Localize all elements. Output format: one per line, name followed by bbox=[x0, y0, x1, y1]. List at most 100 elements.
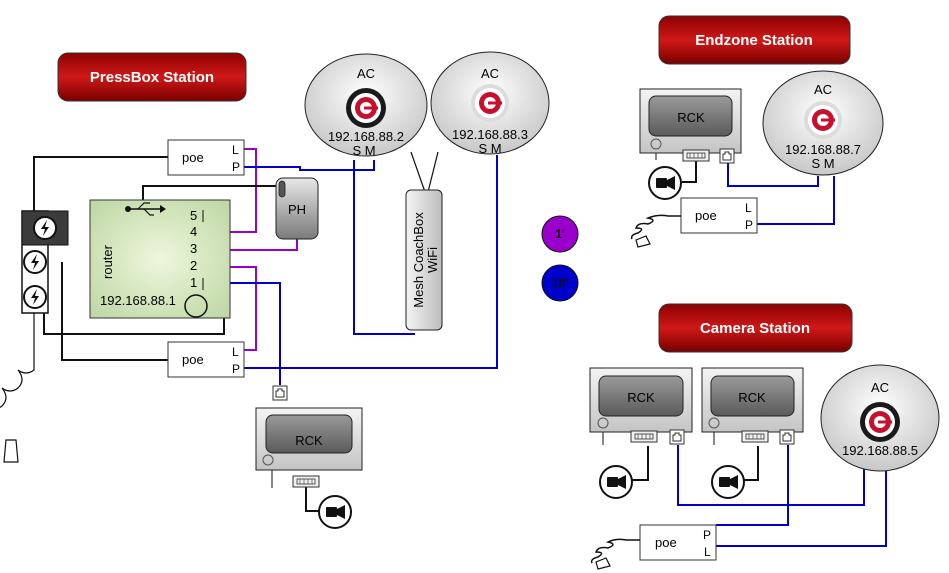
ph-port-icon bbox=[278, 180, 286, 198]
camera-station: Camera Station RCK RCK AC 192.168.88.5 bbox=[589, 303, 940, 570]
router-label: router bbox=[100, 244, 115, 279]
wire-cam-rck2-to-poe bbox=[716, 445, 789, 526]
ac-ip: 192.168.88.7 bbox=[785, 142, 861, 157]
router-ports: 5 4 3 2 1 bbox=[190, 208, 204, 290]
poe-label: poe bbox=[182, 150, 204, 165]
antenna-right bbox=[427, 151, 439, 193]
rck-camera-1: RCK bbox=[589, 367, 693, 499]
station-title-endzone: Endzone Station bbox=[695, 32, 813, 49]
router-power-jack bbox=[184, 294, 208, 318]
wire-cam-poe-l-to-ac bbox=[716, 468, 887, 547]
poe-port-l: L bbox=[232, 345, 239, 359]
router-port-5: 5 bbox=[190, 208, 197, 223]
rck-label: RCK bbox=[738, 390, 766, 405]
mesh-line2: WiFi bbox=[425, 247, 440, 273]
ac-logo-icon bbox=[860, 402, 900, 442]
rck-label: RCK bbox=[627, 390, 655, 405]
poe-label: poe bbox=[655, 535, 677, 550]
ac-unit-camera: AC 192.168.88.5 bbox=[820, 364, 940, 472]
wire-poe1-p-to-ac1 bbox=[244, 160, 375, 171]
router-port-4: 4 bbox=[190, 224, 197, 239]
rck-label: RCK bbox=[295, 433, 323, 448]
camera-icon bbox=[711, 465, 745, 499]
poe-label: poe bbox=[182, 352, 204, 367]
poe-port-p: P bbox=[745, 218, 753, 232]
wire-poe2-p-to-ac2 bbox=[244, 155, 498, 369]
plug-icon bbox=[3, 439, 19, 463]
mesh-coachbox: Mesh CoachBox WiFi bbox=[405, 189, 443, 331]
poe-port-l: L bbox=[745, 201, 752, 215]
rck-endzone: RCK bbox=[639, 88, 742, 200]
ac-ports: S M bbox=[478, 141, 501, 156]
legend-swatch-1ft bbox=[541, 215, 579, 253]
rck-camera-2: RCK bbox=[701, 367, 804, 499]
usb-icon bbox=[125, 202, 166, 216]
ethernet-port-icon bbox=[719, 148, 735, 164]
ac-ip: 192.168.88.5 bbox=[842, 443, 918, 458]
ac-label: AC bbox=[814, 82, 832, 97]
pressbox-station: PressBox Station router 192.168.88.1 5 bbox=[21, 51, 550, 529]
ac-logo-icon bbox=[804, 101, 842, 139]
ethernet-port-icon bbox=[669, 429, 685, 445]
wire-ac1-to-mesh bbox=[353, 160, 415, 335]
ac-ip: 192.168.88.3 bbox=[452, 127, 528, 142]
poe-injector-camera: poe P L bbox=[639, 524, 717, 561]
ac-label: AC bbox=[357, 66, 375, 81]
rck-pressbox: RCK bbox=[255, 385, 363, 529]
cable-length-legend: 1' 10' bbox=[541, 215, 579, 302]
ac-unit-2: AC 192.168.88.3 S M bbox=[430, 51, 550, 156]
ac-unit-1: AC 192.168.88.2 S M bbox=[304, 53, 428, 158]
wire-endzone-rck-cam bbox=[682, 160, 697, 183]
power-strip bbox=[21, 210, 69, 314]
wire-pressbox-rck-cam bbox=[305, 487, 320, 512]
power-icon bbox=[33, 216, 57, 240]
wire-cam-rck1-to-ac bbox=[677, 445, 865, 506]
mesh-line1: Mesh CoachBox bbox=[411, 212, 426, 308]
router-ip: 192.168.88.1 bbox=[100, 293, 176, 308]
wire-endzone-poe-to-ac bbox=[757, 176, 835, 225]
camera-icon bbox=[318, 495, 352, 529]
ac-ports: S M bbox=[352, 143, 375, 158]
ph-device: PH bbox=[275, 177, 319, 240]
coiled-cable-icon bbox=[590, 538, 640, 570]
legend-label-10ft: 10' bbox=[552, 276, 568, 290]
router-port-1: 1 bbox=[190, 275, 197, 290]
ac-logo-icon bbox=[346, 88, 386, 128]
camera-icon bbox=[648, 166, 682, 200]
endzone-station: Endzone Station RCK AC 192.168.88.7 S M … bbox=[630, 15, 884, 248]
power-icon bbox=[23, 285, 47, 309]
station-title-bg-endzone bbox=[658, 15, 851, 65]
poe-injector-1: poe L P bbox=[167, 139, 245, 176]
poe-label: poe bbox=[695, 208, 717, 223]
station-title-bg-pressbox bbox=[57, 52, 247, 102]
legend-label-1ft: 1' bbox=[555, 227, 565, 241]
poe-port-p: P bbox=[703, 528, 711, 542]
station-title-bg-camera bbox=[658, 303, 853, 353]
router-port-3: 3 bbox=[190, 241, 197, 256]
ethernet-port-icon bbox=[272, 385, 288, 401]
ethernet-port-icon bbox=[779, 429, 795, 445]
ac-logo-icon bbox=[471, 84, 509, 122]
wire-router-3-to-ph bbox=[204, 239, 298, 251]
poe-port-l: L bbox=[704, 545, 711, 559]
power-cord bbox=[0, 313, 35, 408]
camera-icon bbox=[599, 465, 633, 499]
station-title-pressbox: PressBox Station bbox=[90, 69, 214, 86]
ac-label: AC bbox=[481, 66, 499, 81]
rck-connector bbox=[682, 149, 710, 162]
wire-endzone-rck-to-ac bbox=[727, 161, 819, 187]
ac-unit-endzone: AC 192.168.88.7 S M bbox=[762, 70, 884, 176]
wire-cam-rck2-cam bbox=[744, 446, 759, 481]
rck-connector bbox=[292, 475, 320, 488]
antenna-left bbox=[410, 151, 426, 193]
ac-label: AC bbox=[871, 380, 889, 395]
power-icon bbox=[23, 250, 47, 274]
wire-power-poe1 bbox=[33, 156, 168, 215]
router-port-2: 2 bbox=[190, 258, 197, 273]
wire-cam-rck1-cam bbox=[632, 446, 649, 481]
ph-label: PH bbox=[288, 202, 306, 217]
rck-label: RCK bbox=[677, 110, 705, 125]
rck-connector bbox=[630, 430, 658, 443]
station-title-camera: Camera Station bbox=[700, 320, 810, 337]
